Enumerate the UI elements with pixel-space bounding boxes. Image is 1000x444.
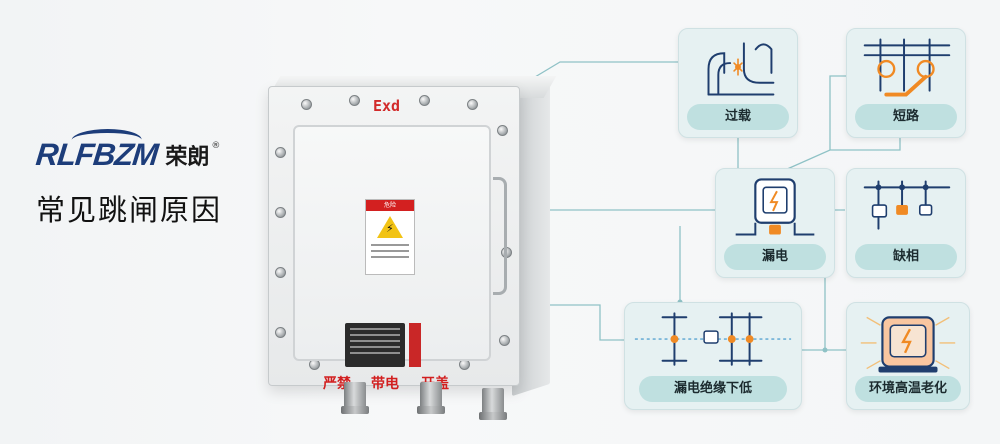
- line-short-connect: [829, 75, 846, 150]
- bolt-icon: [275, 267, 286, 278]
- bolt-icon: [497, 125, 508, 136]
- explosion-proof-enclosure: Exd 危险 ⚡ 严禁 带电 开盖: [262, 70, 557, 420]
- cause-card-high-temp-aging: 环境高温老化: [846, 302, 970, 410]
- warning-text-lines: [371, 244, 409, 258]
- logo: RLFBZM 荣朗 ®: [34, 129, 276, 177]
- nameplate: [345, 323, 405, 367]
- cause-card-overload: 过载: [678, 28, 798, 138]
- cause-card-leakage: 漏电: [715, 168, 835, 278]
- brand-block: RLFBZM 荣朗 ® 常见跳闸原因: [34, 129, 276, 229]
- cable-gland-icon: [341, 382, 369, 414]
- logo-arc-icon: [70, 129, 143, 151]
- bolt-icon: [301, 99, 312, 110]
- low-insulation-icon: [634, 312, 792, 366]
- logo-chinese: 荣朗: [165, 145, 210, 170]
- line-insulation: [548, 304, 626, 341]
- bolt-icon: [275, 147, 286, 158]
- cause-label-leakage: 漏电: [724, 244, 826, 270]
- enclosure-front: Exd 危险 ⚡ 严禁 带电 开盖: [268, 86, 520, 392]
- overload-icon: [707, 42, 775, 96]
- bolt-icon: [349, 95, 360, 106]
- logo-wordmark: RLFBZM: [34, 129, 159, 173]
- exd-marking: Exd: [373, 97, 401, 115]
- line-short-leakage: [784, 136, 901, 171]
- cable-gland-icon: [417, 382, 445, 414]
- cause-label-high-temp-aging: 环境高温老化: [855, 376, 961, 402]
- bolt-icon: [499, 335, 510, 346]
- warning-label: 危险 ⚡: [365, 199, 415, 275]
- red-warning-strip: [409, 323, 421, 367]
- warning-text-2: 带电: [371, 376, 399, 392]
- high-temperature-icon: [860, 316, 956, 373]
- cause-label-phase-loss: 缺相: [855, 244, 957, 270]
- cable-gland-icon: [479, 388, 507, 420]
- bolt-icon: [275, 327, 286, 338]
- cause-label-low-insulation: 漏电绝缘下低: [639, 376, 787, 402]
- bolt-icon: [419, 95, 430, 106]
- phase-loss-icon: [863, 180, 951, 230]
- short-circuit-icon: [863, 38, 951, 97]
- cause-label-short-circuit: 短路: [855, 104, 957, 130]
- cause-card-low-insulation: 漏电绝缘下低: [624, 302, 802, 410]
- page-title: 常见跳闸原因: [36, 193, 223, 227]
- registered-mark: ®: [211, 141, 221, 151]
- bolt-icon: [467, 99, 478, 110]
- warning-header: 危险: [366, 200, 414, 211]
- high-voltage-icon: ⚡: [377, 216, 403, 238]
- door-handle: [493, 177, 507, 295]
- cause-card-phase-loss: 缺相: [846, 168, 966, 278]
- cause-label-overload: 过载: [687, 104, 789, 130]
- bolt-icon: [275, 207, 286, 218]
- leakage-icon: [735, 178, 815, 236]
- cause-card-short-circuit: 短路: [846, 28, 966, 138]
